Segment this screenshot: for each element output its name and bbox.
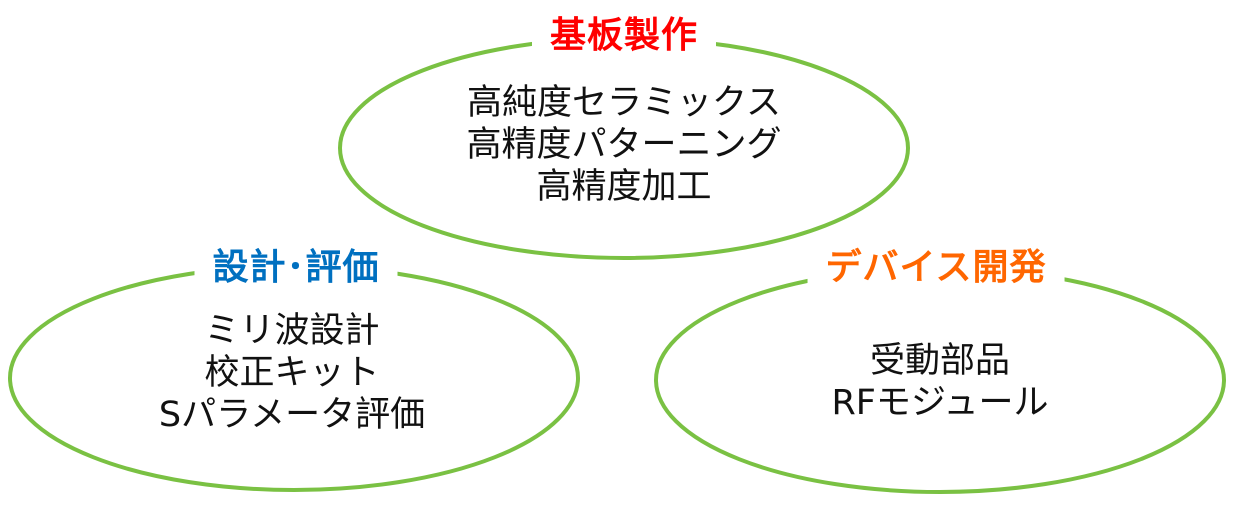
device-items: 受動部品 RFモジュール — [831, 340, 1048, 424]
design-item: Sパラメータ評価 — [158, 395, 426, 435]
device-item: RFモジュール — [831, 383, 1049, 423]
device-item: 受動部品 — [869, 341, 1011, 381]
substrate-item: 高純度セラミックス — [467, 83, 781, 123]
substrate-title: 基板製作 — [531, 18, 717, 54]
substrate-item: 高精度加工 — [536, 167, 712, 207]
design-title: 設計･評価 — [194, 250, 398, 286]
design-item: 校正キット — [204, 353, 380, 393]
design-item: ミリ波設計 — [204, 311, 380, 351]
substrate-items: 高純度セラミックス 高精度パターニング 高精度加工 — [466, 82, 781, 208]
device-title: デバイス開発 — [807, 250, 1065, 286]
design-items: ミリ波設計 校正キット Sパラメータ評価 — [159, 310, 425, 436]
substrate-item: 高精度パターニング — [466, 125, 782, 165]
